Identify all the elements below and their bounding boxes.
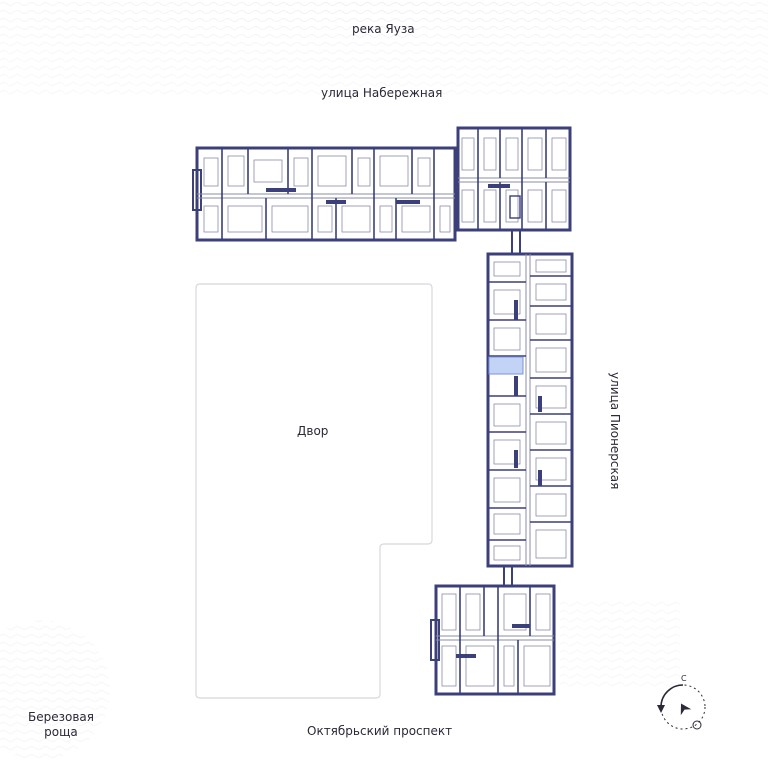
river-label: река Яуза <box>352 22 415 36</box>
grove-label-line1: Березовая <box>28 710 94 724</box>
courtyard-label: Двор <box>297 424 329 438</box>
east-street-label: улица Пионерская <box>608 372 622 490</box>
connector-north <box>511 229 521 255</box>
grove-label-line2: роща <box>44 725 78 739</box>
bottom-right-pattern <box>560 600 680 690</box>
courtyard-outline <box>195 283 433 699</box>
highlighted-apartment[interactable] <box>488 356 524 375</box>
south-block <box>430 584 556 696</box>
connector-south <box>503 565 513 587</box>
compass-icon: С <box>657 674 706 730</box>
south-street-label: Октябрьский проспект <box>307 724 453 738</box>
north-wing <box>192 146 457 242</box>
east-wing <box>486 252 574 568</box>
northeast-block <box>456 126 572 232</box>
svg-text:С: С <box>681 674 687 683</box>
grove-pattern <box>0 620 110 760</box>
grove-label: Березовая роща <box>28 710 94 740</box>
north-street-label: улица Набережная <box>321 86 443 100</box>
